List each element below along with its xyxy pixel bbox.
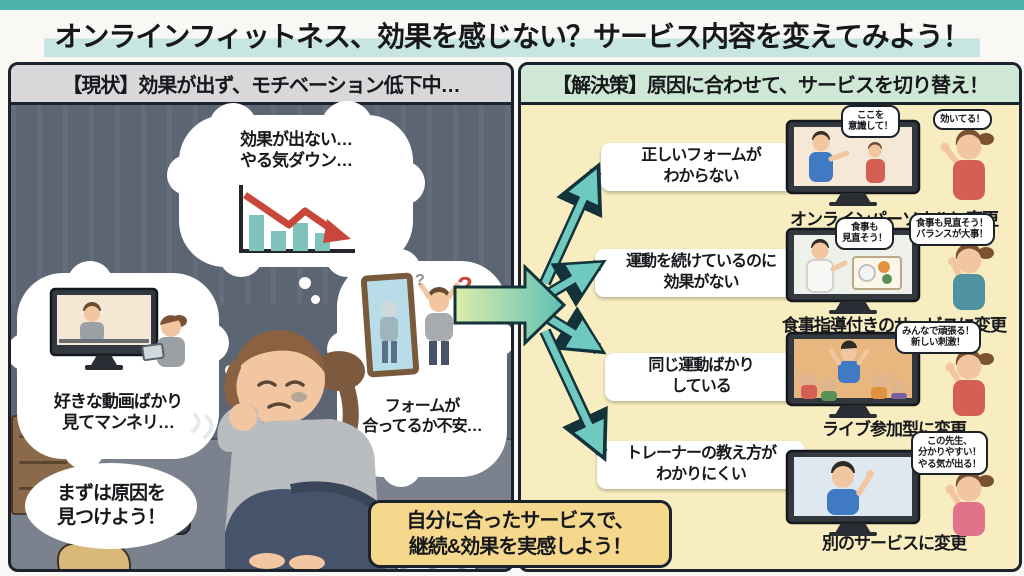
conclusion-text: 自分に合ったサービスで、 継続&効果を実感しよう！ — [406, 510, 634, 558]
thought-bubble-bored: 好きな動画ばかり 見てマンネリ… — [11, 261, 229, 469]
cloud-puff — [11, 333, 45, 371]
solution-header: 【解決策】原因に合わせて、サービスを切り替え！ — [521, 65, 1019, 105]
conclusion-banner: 自分に合ったサービスで、 継続&効果を実感しよう！ — [368, 500, 672, 568]
find-cause-text: まずは原因を 見つけよう！ — [56, 483, 166, 528]
person-speech-bubble: 効いてる！ — [933, 109, 992, 131]
solution-panel: 【解決策】原因に合わせて、サービスを切り替え！ 正しいフォームが わからない こ… — [518, 62, 1022, 572]
illustration-other-service: この先生、 分かりやすい！ やる気が出る！ — [783, 431, 1015, 537]
top-accent-bar — [0, 0, 1024, 10]
sad-woman-illustration — [191, 329, 385, 569]
cloud-puff — [167, 155, 207, 195]
person-speech-bubble: 食事も見直そう！ バランスが大事！ — [909, 213, 996, 246]
cloud-puff — [321, 101, 373, 153]
illustration-diet-coaching: 食事も 見直そう！ 食事も見直そう！ バランスが大事！ — [783, 213, 1015, 315]
thought-dot — [311, 295, 320, 304]
speech-bubble-find-cause: まずは原因を 見つけよう！ — [25, 463, 197, 549]
illustration-live-class: みんなで頑張る！ 新しい刺激！ — [783, 321, 1015, 419]
tv-live-crowd-scene-icon — [785, 331, 994, 418]
cloud-puff — [209, 103, 257, 151]
illustration-online-personal: ここを 意識して！ 効いてる！ — [783, 105, 1015, 207]
drawer-line — [19, 461, 67, 464]
page-title: オンラインフィットネス、効果を感じない？サービス内容を変えてみよう！ — [44, 13, 980, 57]
cloud-puff — [381, 447, 421, 487]
tv-watching-icon — [49, 287, 187, 370]
declining-chart-icon — [239, 185, 355, 253]
person-speech-bubble: みんなで頑張る！ 新しい刺激！ — [895, 321, 982, 354]
current-state-panel: 【現状】効果が出ず、モチベーション低下中… 効果が出ない… やる気ダウン… — [8, 62, 514, 572]
form-anxiety-text: フォームが 合ってるか不安… — [362, 398, 482, 435]
mirror-check-icon: ? ? — [360, 271, 473, 378]
title-band: オンラインフィットネス、効果を感じない？サービス内容を変えてみよう！ — [0, 10, 1024, 60]
cloud-puff — [189, 323, 229, 363]
tv-trainer-scene-icon — [785, 119, 994, 206]
tv-speech-bubble: 食事も 見直そう！ — [835, 217, 895, 250]
person-speech-bubble: この先生、 分かりやすい！ やる気が出る！ — [911, 431, 989, 476]
thought-dot — [299, 277, 311, 289]
tv-speech-bubble: ここを 意識して！ — [841, 105, 900, 138]
solution-other-service: 別のサービスに変更 — [822, 534, 967, 553]
problem-no-results: 運動を続けているのに 効果がない — [595, 249, 807, 297]
problem-unclear-teaching: トレーナーの教え方が わかりにくい — [597, 441, 805, 489]
thought-bubble-no-effect: 効果が出ない… やる気ダウン… — [167, 101, 425, 277]
cloud-puff — [63, 427, 105, 469]
svg-text:?: ? — [457, 271, 473, 301]
current-state-header: 【現状】効果が出ず、モチベーション低下中… — [11, 65, 511, 105]
tv-new-trainer-scene-icon — [785, 449, 994, 536]
thought-dot — [341, 333, 351, 343]
no-effect-text: 効果が出ない… やる気ダウン… — [240, 130, 353, 171]
svg-text:?: ? — [415, 272, 425, 289]
cloud-puff — [381, 161, 425, 205]
problem-wrong-form: 正しいフォームが わからない — [601, 143, 801, 191]
bored-text: 好きな動画ばかり 見てマンネリ… — [53, 392, 183, 433]
problem-same-exercise: 同じ運動ばかり している — [605, 353, 797, 401]
